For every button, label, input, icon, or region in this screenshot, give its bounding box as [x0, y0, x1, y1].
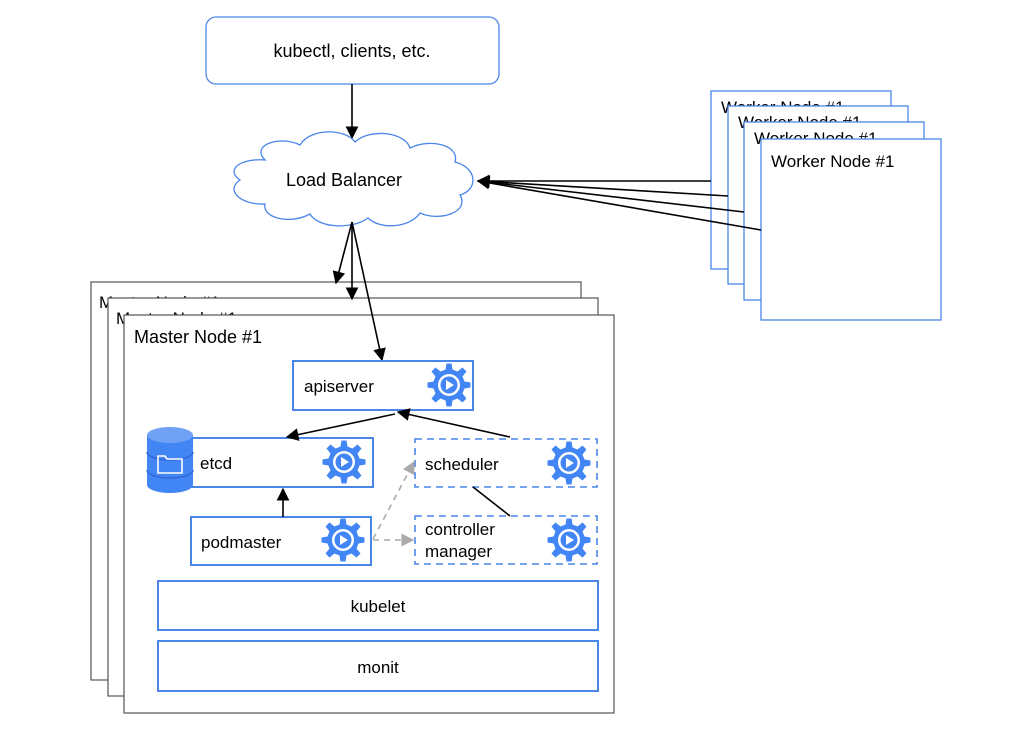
worker-node-label-front: Worker Node #1 [771, 152, 894, 171]
line-scheduler-controller-manager [472, 486, 511, 517]
podmaster-box: podmaster [190, 516, 372, 566]
kubelet-label: kubelet [351, 597, 406, 616]
arrow-podmaster-to-scheduler [372, 460, 415, 540]
kubelet-box: kubelet [157, 580, 599, 631]
controller-manager-label-line2: manager [425, 542, 492, 561]
apiserver-box: apiserver [292, 360, 474, 411]
podmaster-label: podmaster [201, 533, 282, 552]
controller-manager-label-line1: controller [425, 520, 495, 539]
gear-play-icon [321, 518, 365, 562]
etcd-label: etcd [200, 454, 232, 473]
clients-box: kubectl, clients, etc. [205, 16, 500, 85]
gear-play-icon [547, 518, 591, 562]
clients-label: kubectl, clients, etc. [273, 41, 430, 61]
arrow-lb-to-apiserver [351, 221, 386, 362]
scheduler-box: scheduler [414, 438, 598, 488]
arrow-worker-front-to-lb [476, 176, 762, 231]
arrow-apiserver-to-etcd [285, 413, 396, 441]
load-balancer-cloud: Load Balancer [233, 131, 474, 227]
monit-label: monit [357, 658, 399, 677]
gear-play-icon [322, 440, 366, 484]
arrow-worker-1-to-lb [476, 175, 745, 213]
controller-manager-box: controller manager [414, 515, 598, 565]
gear-play-icon [547, 441, 591, 485]
etcd-box: etcd [188, 437, 374, 488]
arrow-scheduler-to-apiserver [396, 408, 511, 438]
database-icon [146, 427, 194, 493]
arrow-worker-2-to-lb [476, 175, 729, 197]
worker-node-front [760, 138, 942, 321]
monit-box: monit [157, 640, 599, 692]
arrow-lb-to-master-back-2 [332, 221, 353, 285]
scheduler-label: scheduler [425, 455, 499, 474]
load-balancer-label: Load Balancer [286, 170, 402, 190]
apiserver-label: apiserver [304, 377, 374, 396]
gear-play-icon [427, 363, 471, 407]
worker-node-stack: Worker Node #1 Worker Node #1 Worker Nod… [710, 90, 942, 321]
master-node-label-front: Master Node #1 [134, 327, 262, 347]
